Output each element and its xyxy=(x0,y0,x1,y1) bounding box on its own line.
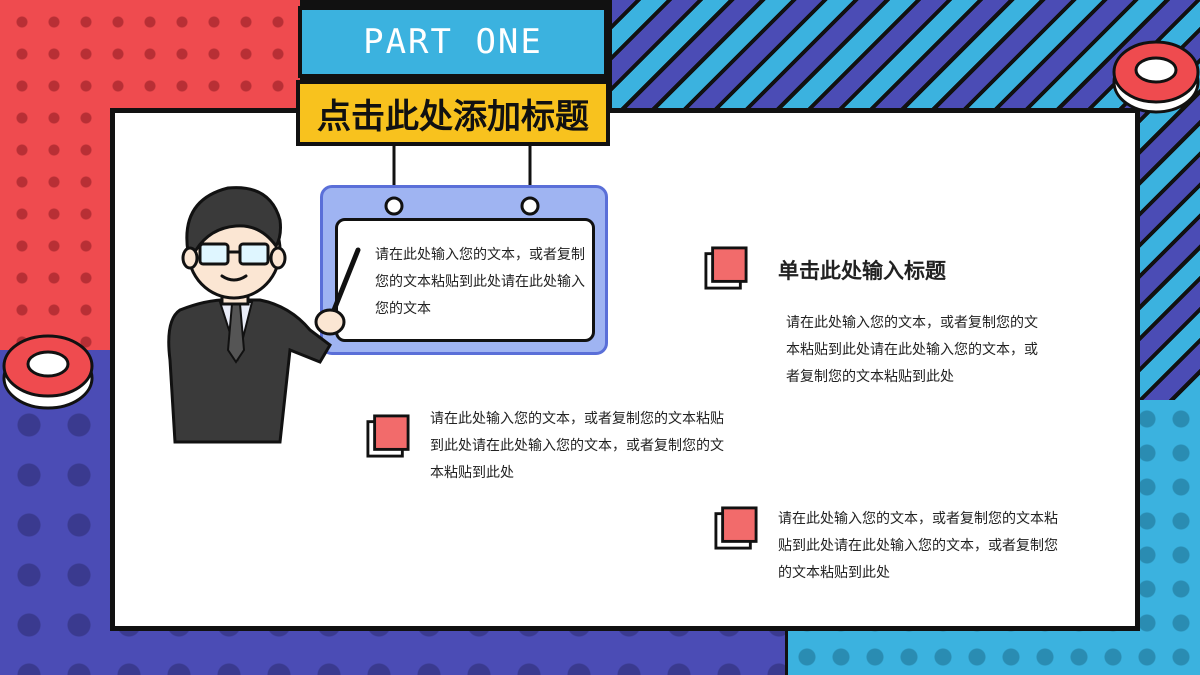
bottom-block-text[interactable]: 请在此处输入您的文本，或者复制您的文本粘贴到此处请在此处输入您的文本，或者复制您… xyxy=(778,511,1058,581)
ring-decoration-top-right xyxy=(1112,40,1200,114)
board-pins xyxy=(384,196,540,216)
speech-board xyxy=(320,185,608,355)
part-label: PART ONE xyxy=(298,6,608,78)
bullet-square-icon-bottom xyxy=(714,506,758,550)
ring-decoration-left xyxy=(2,334,94,410)
right-block-heading[interactable]: 单击此处输入标题 xyxy=(778,259,946,283)
teacher-illustration xyxy=(167,186,361,444)
board-text[interactable]: 请在此处输入您的文本，或者复制您的文本粘贴到此处请在此处输入您的文本 xyxy=(375,247,585,317)
bullet-square-icon-right xyxy=(704,246,748,290)
page-title[interactable]: 点击此处添加标题 xyxy=(296,80,610,146)
board-inner xyxy=(335,218,595,342)
right-block-text[interactable]: 请在此处输入您的文本，或者复制您的文本粘贴到此处请在此处输入您的文本，或者复制您… xyxy=(786,315,1038,385)
middle-block-text[interactable]: 请在此处输入您的文本，或者复制您的文本粘贴到此处请在此处输入您的文本，或者复制您… xyxy=(430,411,724,481)
bullet-square-icon-middle xyxy=(366,414,410,458)
